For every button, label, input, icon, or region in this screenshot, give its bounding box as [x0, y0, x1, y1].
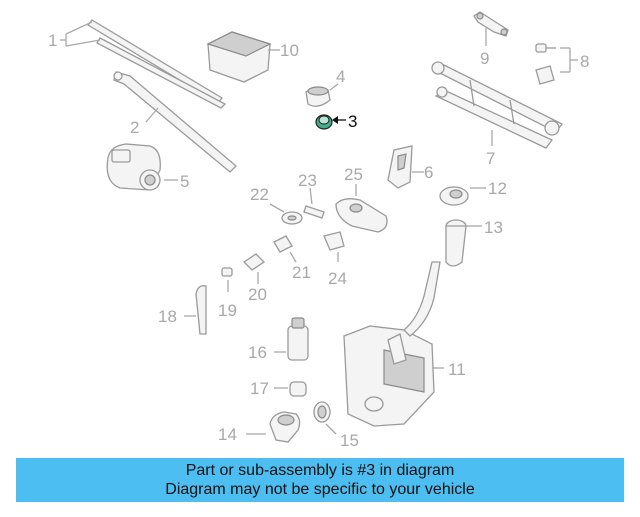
- callout-22: 22: [250, 185, 269, 204]
- part-8-bolts: [535, 43, 578, 85]
- part-5-wiper-motor: [106, 143, 178, 191]
- part-19-clip: [221, 267, 233, 292]
- part-6-bracket: [387, 145, 424, 189]
- callout-17: 17: [250, 379, 269, 398]
- banner-line-1: Part or sub-assembly is #3 in diagram: [185, 462, 455, 479]
- callout-13: 13: [484, 218, 503, 237]
- part-9-strap: [473, 11, 509, 46]
- callout-7: 7: [486, 149, 495, 168]
- part-3-cap-nut: [315, 114, 346, 130]
- part-4-cap: [305, 83, 339, 107]
- callout-14: 14: [218, 425, 237, 444]
- callout-21: 21: [292, 263, 311, 282]
- part-24-clip: [323, 231, 345, 262]
- callout-15: 15: [340, 431, 359, 450]
- part-12-filler-seal: [439, 186, 486, 206]
- callout-18: 18: [158, 307, 177, 326]
- part-25-spray-nozzle: [335, 184, 388, 233]
- callout-6: 6: [424, 163, 433, 182]
- callout-24: 24: [328, 269, 347, 288]
- callout-19: 19: [218, 301, 237, 320]
- callout-20: 20: [248, 285, 267, 304]
- part-2-wiper-arm: [113, 71, 237, 173]
- callout-5: 5: [180, 172, 189, 191]
- part-11-washer-reservoir: [343, 261, 444, 427]
- callout-23: 23: [298, 171, 317, 190]
- part-23-hose-connector: [303, 187, 325, 219]
- banner-line-2: Diagram may not be specific to your vehi…: [165, 481, 475, 498]
- part-16-washer-pump-motor: [274, 317, 309, 361]
- info-banner: Part or sub-assembly is #3 in diagram Di…: [16, 458, 624, 502]
- callout-2: 2: [130, 118, 139, 137]
- callout-12: 12: [488, 179, 507, 198]
- part-15-grommet: [313, 401, 337, 435]
- callout-16: 16: [248, 343, 267, 362]
- part-14-washer-pump: [246, 411, 301, 443]
- part-1-wiper-blade: [60, 19, 227, 109]
- callout-4: 4: [336, 67, 345, 86]
- part-10-control-module: [206, 31, 280, 83]
- part-7-wiper-linkage: [431, 61, 563, 149]
- callout-9: 9: [480, 49, 489, 68]
- callout-3: 3: [348, 112, 357, 131]
- callout-1: 1: [48, 31, 57, 50]
- callout-10: 10: [280, 41, 299, 60]
- callout-25: 25: [344, 165, 363, 184]
- callout-11: 11: [448, 360, 466, 379]
- part-22-seal-ring: [269, 203, 303, 225]
- part-20-nozzle: [242, 253, 266, 284]
- part-21-connector: [273, 235, 297, 263]
- callout-8: 8: [580, 52, 589, 71]
- part-18-hose: [184, 285, 207, 335]
- part-13-filler-neck: [445, 219, 482, 267]
- part-17-pump-grommet: [274, 381, 307, 397]
